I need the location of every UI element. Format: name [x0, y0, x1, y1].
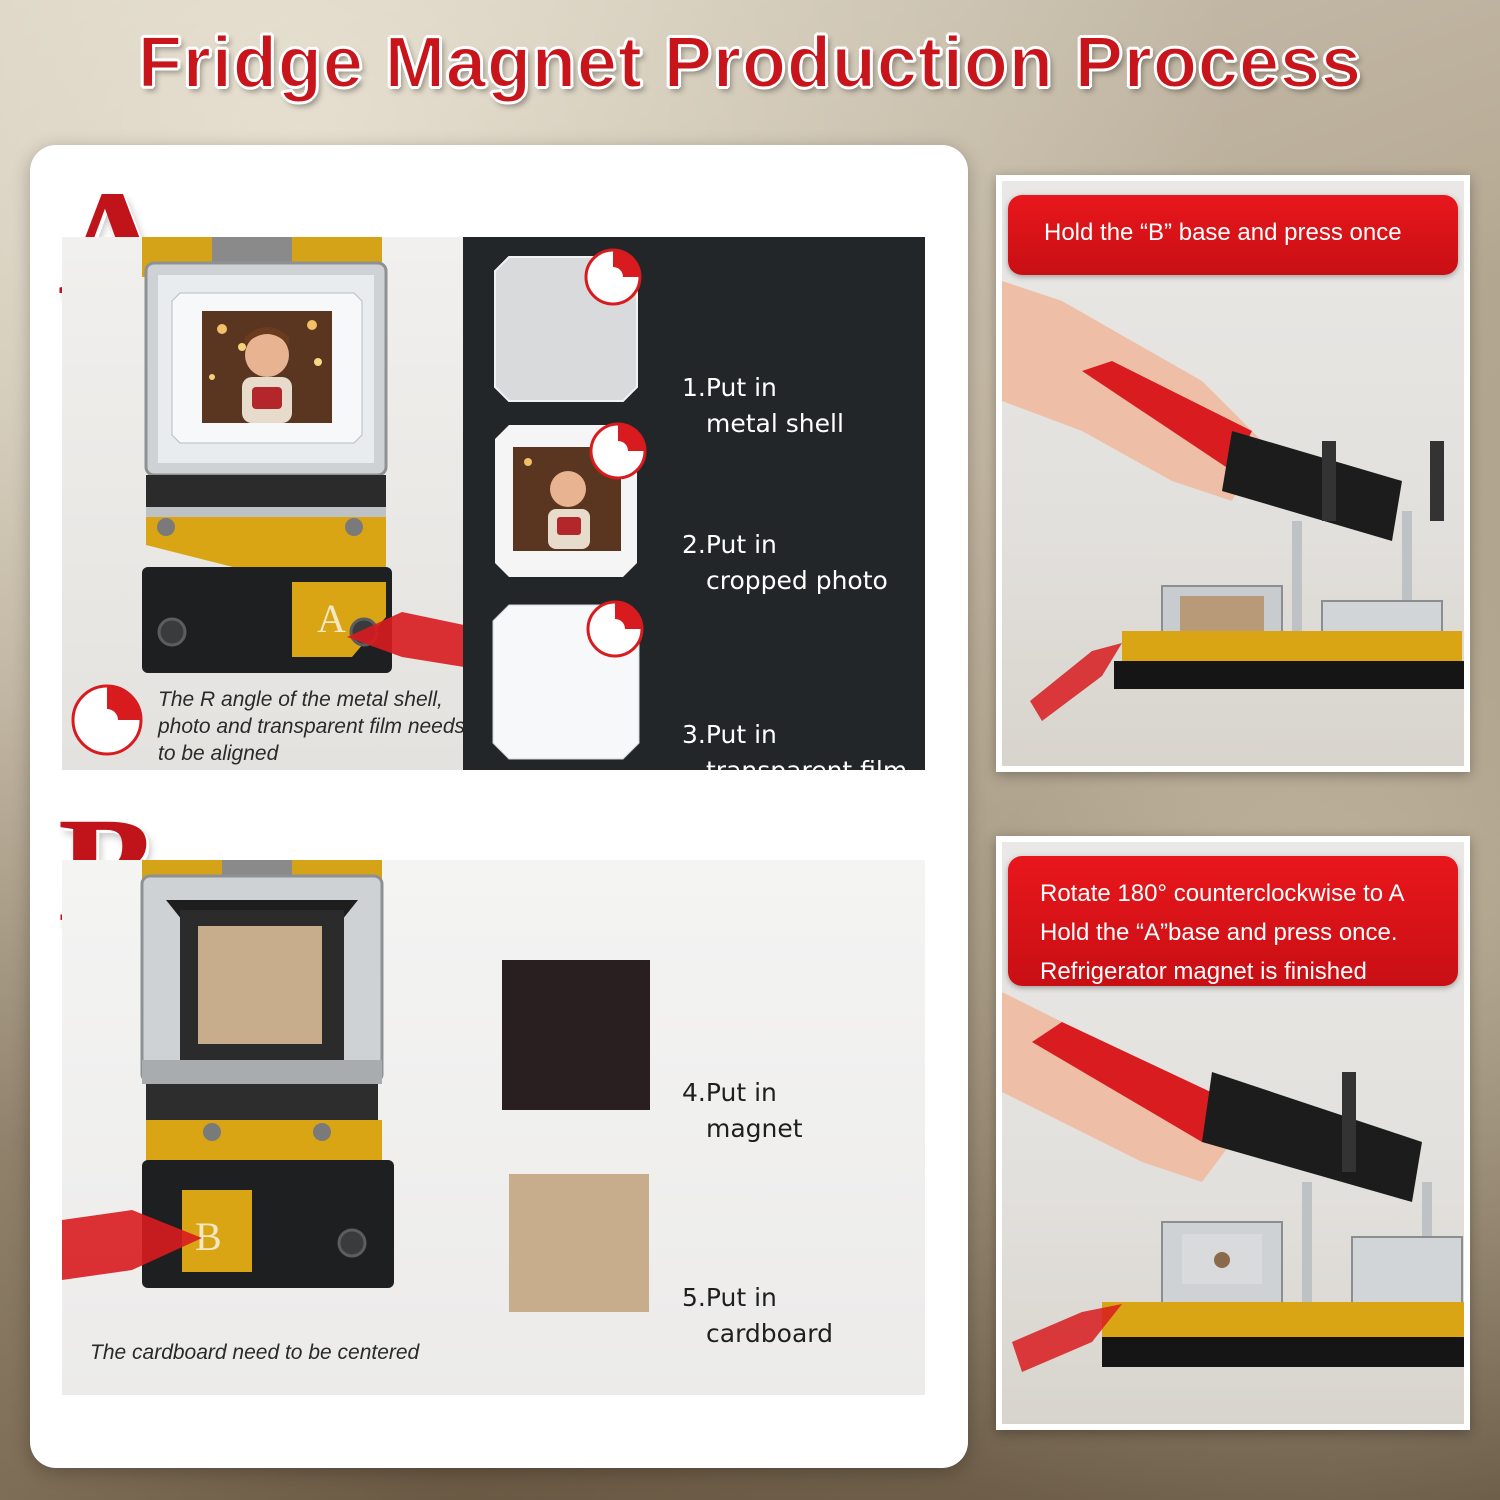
press-b-step-photo: Hold the “B” base and press once — [996, 175, 1470, 772]
base-a-mark: A — [317, 596, 346, 641]
transparent-film-icon — [492, 600, 644, 760]
press-b-illustration: B — [62, 860, 650, 1312]
press-a-step-photo: Rotate 180° counterclockwise to A Hold t… — [996, 836, 1470, 1430]
r-angle-note: The R angle of the metal shell, photo an… — [158, 688, 466, 765]
press-a-instruction-banner: Rotate 180° counterclockwise to A Hold t… — [1008, 856, 1458, 986]
page-title: Fridge Magnet Production Process — [137, 22, 1363, 104]
press-a-illustration: A — [71, 237, 464, 756]
steps-1-3-panel — [463, 237, 925, 770]
press-a-photo: A — [62, 237, 464, 770]
metal-shell-icon — [494, 248, 642, 402]
press-b-instruction-banner: Hold the “B” base and press once — [1008, 195, 1458, 275]
steps-1-3-illustrations — [492, 248, 647, 760]
hand-press-b-illustration — [1002, 281, 1464, 721]
base-b-mark: B — [195, 1214, 222, 1259]
hand-press-a-illustration — [1002, 992, 1464, 1372]
cardboard-note: The cardboard need to be centered — [90, 1341, 420, 1364]
cardboard-icon — [509, 1174, 649, 1312]
steps-4-5-panel: B — [62, 860, 925, 1395]
magnet-icon — [502, 960, 650, 1110]
cropped-photo-icon — [495, 422, 647, 577]
